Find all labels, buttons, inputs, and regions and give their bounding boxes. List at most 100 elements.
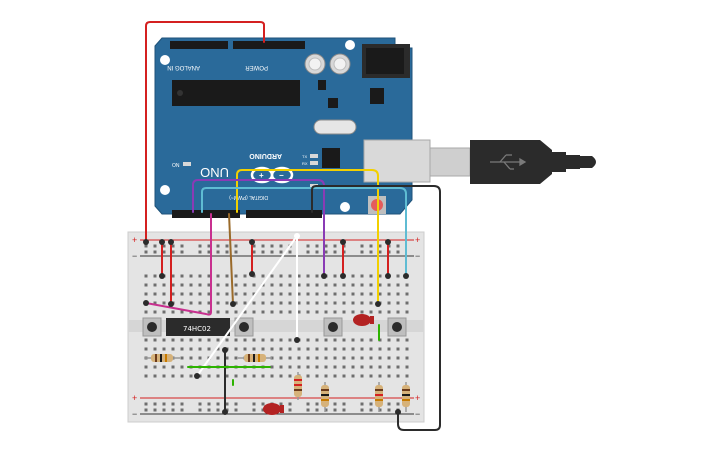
wire-brown[interactable] bbox=[228, 213, 234, 305]
bb-hole bbox=[351, 356, 355, 360]
bb-hole bbox=[252, 283, 256, 287]
mount-hole bbox=[340, 202, 350, 212]
bb-hole bbox=[288, 347, 292, 351]
usb-cable[interactable] bbox=[363, 139, 596, 184]
bb-hole bbox=[198, 301, 202, 305]
bb-hole bbox=[324, 365, 328, 369]
bb-hole bbox=[144, 338, 148, 342]
pushbutton-3[interactable] bbox=[323, 317, 343, 337]
bb-hole bbox=[216, 338, 220, 342]
bb-hole bbox=[234, 338, 238, 342]
bb-hole bbox=[333, 292, 337, 296]
resistor-3[interactable] bbox=[294, 372, 302, 400]
pushbutton-2[interactable] bbox=[234, 317, 254, 337]
bb-hole bbox=[225, 310, 229, 314]
bb-hole bbox=[216, 301, 220, 305]
bb-hole bbox=[171, 338, 175, 342]
bb-hole bbox=[153, 250, 157, 254]
bb-hole bbox=[360, 292, 364, 296]
bb-hole bbox=[369, 310, 373, 314]
bb-hole bbox=[387, 347, 391, 351]
bb-hole bbox=[198, 408, 202, 412]
resistor-1[interactable] bbox=[145, 354, 180, 362]
arduino-label: ARDUINO bbox=[249, 152, 282, 159]
bb-hole bbox=[405, 301, 409, 305]
led-red-1[interactable] bbox=[353, 314, 374, 326]
bb-hole bbox=[315, 338, 319, 342]
bb-hole bbox=[261, 274, 265, 278]
resistor-2[interactable] bbox=[238, 354, 272, 362]
resistor-4[interactable] bbox=[321, 382, 329, 412]
bb-hole bbox=[153, 283, 157, 287]
bb-hole bbox=[396, 292, 400, 296]
bb-hole bbox=[225, 244, 229, 248]
bb-hole bbox=[234, 310, 238, 314]
bb-hole bbox=[297, 310, 301, 314]
bb-hole bbox=[243, 301, 247, 305]
led-red-2[interactable] bbox=[263, 403, 284, 415]
bb-hole bbox=[279, 250, 283, 254]
bb-hole bbox=[369, 356, 373, 360]
wire-magenta[interactable] bbox=[145, 213, 212, 316]
wire-cyan[interactable] bbox=[201, 187, 407, 277]
on-label: ON bbox=[172, 163, 180, 169]
bb-hole bbox=[396, 374, 400, 378]
bb-hole bbox=[315, 244, 319, 248]
bb-hole bbox=[333, 347, 337, 351]
bb-hole bbox=[333, 374, 337, 378]
bb-hole bbox=[153, 365, 157, 369]
bb-hole bbox=[324, 338, 328, 342]
bb-hole bbox=[279, 310, 283, 314]
bb-hole bbox=[297, 292, 301, 296]
bb-hole bbox=[207, 347, 211, 351]
wire-5v[interactable] bbox=[145, 21, 265, 243]
bb-hole bbox=[162, 347, 166, 351]
bb-hole bbox=[162, 402, 166, 406]
bb-hole bbox=[288, 274, 292, 278]
bb-hole bbox=[270, 292, 274, 296]
bb-hole bbox=[144, 402, 148, 406]
bb-hole bbox=[333, 408, 337, 412]
bb-hole bbox=[306, 244, 310, 248]
bb-hole bbox=[198, 356, 202, 360]
bb-hole bbox=[324, 292, 328, 296]
pushbutton-4[interactable] bbox=[387, 317, 407, 337]
bb-hole bbox=[171, 408, 175, 412]
bb-hole bbox=[333, 310, 337, 314]
wire-yellow[interactable] bbox=[236, 169, 379, 305]
bb-hole bbox=[333, 338, 337, 342]
bb-hole bbox=[342, 292, 346, 296]
bb-hole bbox=[270, 301, 274, 305]
bb-hole bbox=[198, 274, 202, 278]
pushbutton-1[interactable] bbox=[142, 317, 162, 337]
wire-purple[interactable] bbox=[192, 179, 325, 277]
bb-hole bbox=[144, 365, 148, 369]
bb-hole bbox=[378, 365, 382, 369]
bb-hole bbox=[351, 310, 355, 314]
bb-hole bbox=[315, 292, 319, 296]
digital-header-high bbox=[246, 210, 322, 218]
digital-header-low bbox=[172, 210, 240, 218]
bb-hole bbox=[306, 347, 310, 351]
resistor-5[interactable] bbox=[375, 382, 383, 412]
bb-hole bbox=[198, 283, 202, 287]
bb-hole bbox=[387, 356, 391, 360]
bb-hole bbox=[360, 365, 364, 369]
resistor-6[interactable] bbox=[402, 382, 410, 412]
bb-hole bbox=[216, 356, 220, 360]
bb-hole bbox=[243, 338, 247, 342]
bb-hole bbox=[396, 250, 400, 254]
bb-hole bbox=[279, 402, 283, 406]
arduino-board[interactable]: ANALOG IN POWER ON TX RX UNO ARDUINO bbox=[154, 37, 413, 218]
ic-74hc02[interactable]: 74HC02 bbox=[166, 318, 230, 336]
wire-white[interactable] bbox=[196, 235, 298, 377]
wire-gnd[interactable] bbox=[311, 185, 441, 431]
bb-hole bbox=[306, 301, 310, 305]
bb-hole bbox=[315, 365, 319, 369]
bb-hole bbox=[369, 250, 373, 254]
bb-hole bbox=[162, 338, 166, 342]
bb-hole bbox=[315, 356, 319, 360]
bb-hole bbox=[207, 310, 211, 314]
bb-hole bbox=[171, 374, 175, 378]
wire-endpoints bbox=[143, 233, 409, 415]
